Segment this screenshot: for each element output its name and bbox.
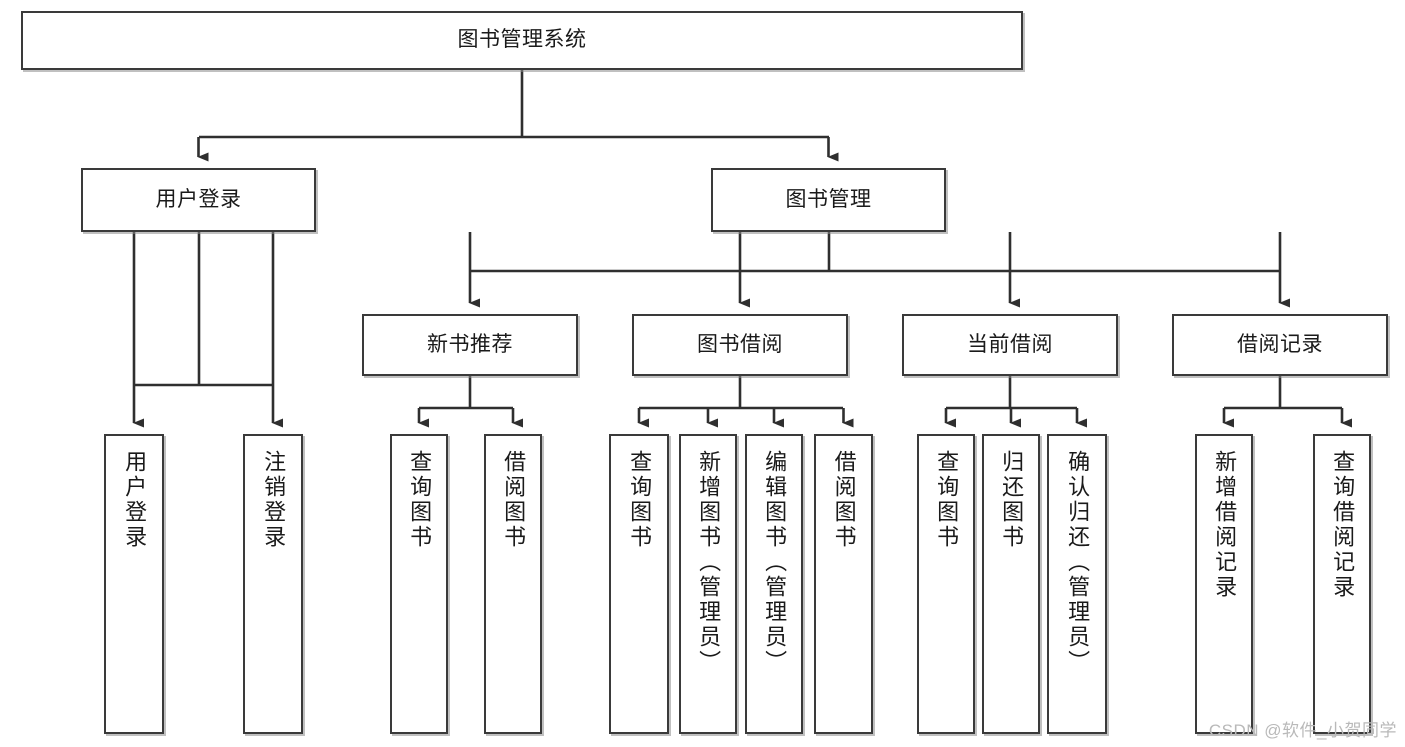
node-current-borrowing[interactable]: 当前借阅 <box>902 314 1118 376</box>
leaf-current-query-book-label: 查询图书 <box>934 450 960 550</box>
node-book-management-label: 图书管理 <box>785 187 872 211</box>
leaf-record-add-borrow-record-label: 新增借阅记录 <box>1212 450 1238 600</box>
node-user-login[interactable]: 用户登录 <box>81 168 316 232</box>
leaf-user-login[interactable]: 用户登录 <box>104 434 164 734</box>
leaf-current-confirm-return-admin-label: 确认归还（管理员） <box>1065 450 1091 675</box>
node-new-book-recommendation-label: 新书推荐 <box>427 332 513 356</box>
leaf-recommend-query-book[interactable]: 查询图书 <box>390 434 448 734</box>
leaf-borrow-add-book-admin[interactable]: 新增图书（管理员） <box>679 434 737 734</box>
leaf-recommend-borrow-book[interactable]: 借阅图书 <box>484 434 542 734</box>
leaf-current-return-book[interactable]: 归还图书 <box>982 434 1040 734</box>
node-root-label: 图书管理系统 <box>457 28 587 52</box>
node-root[interactable]: 图书管理系统 <box>21 11 1023 70</box>
node-book-borrowing[interactable]: 图书借阅 <box>632 314 848 376</box>
node-new-book-recommendation[interactable]: 新书推荐 <box>362 314 578 376</box>
leaf-current-return-book-label: 归还图书 <box>999 450 1025 550</box>
leaf-borrow-query-book-label: 查询图书 <box>627 450 653 550</box>
leaf-user-login-label: 用户登录 <box>122 450 148 550</box>
leaf-logout-login[interactable]: 注销登录 <box>243 434 303 734</box>
leaf-record-add-borrow-record[interactable]: 新增借阅记录 <box>1195 434 1253 734</box>
leaf-record-query-borrow-record-label: 查询借阅记录 <box>1330 450 1356 600</box>
node-book-management[interactable]: 图书管理 <box>711 168 946 232</box>
leaf-logout-login-label: 注销登录 <box>261 450 287 550</box>
leaf-current-confirm-return-admin[interactable]: 确认归还（管理员） <box>1047 434 1107 734</box>
leaf-borrow-edit-book-admin-label: 编辑图书（管理员） <box>762 450 788 675</box>
leaf-current-query-book[interactable]: 查询图书 <box>917 434 975 734</box>
node-borrowing-record-label: 借阅记录 <box>1237 332 1323 356</box>
leaf-borrow-borrow-book[interactable]: 借阅图书 <box>814 434 873 734</box>
leaf-recommend-borrow-book-label: 借阅图书 <box>501 450 527 550</box>
leaf-borrow-edit-book-admin[interactable]: 编辑图书（管理员） <box>745 434 803 734</box>
leaf-recommend-query-book-label: 查询图书 <box>407 450 433 550</box>
node-user-login-label: 用户登录 <box>155 187 242 211</box>
node-book-borrowing-label: 图书借阅 <box>697 332 783 356</box>
leaf-borrow-borrow-book-label: 借阅图书 <box>831 450 857 550</box>
node-borrowing-record[interactable]: 借阅记录 <box>1172 314 1388 376</box>
leaf-borrow-add-book-admin-label: 新增图书（管理员） <box>696 450 722 675</box>
leaf-record-query-borrow-record[interactable]: 查询借阅记录 <box>1313 434 1371 734</box>
watermark: CSDN @软件_小贺同学 <box>1208 721 1397 740</box>
leaf-borrow-query-book[interactable]: 查询图书 <box>609 434 669 734</box>
node-current-borrowing-label: 当前借阅 <box>967 332 1053 356</box>
